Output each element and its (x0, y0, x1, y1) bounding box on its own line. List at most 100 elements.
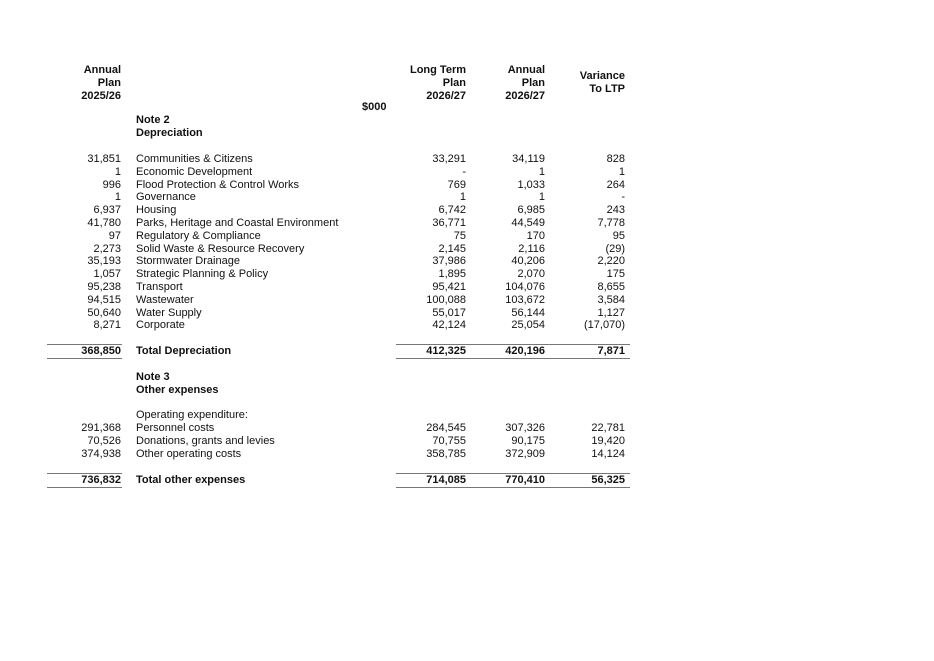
column-header-long-term-plan-2026-27: Long Term Plan 2026/27 (410, 64, 466, 103)
variance-cell: (17,070) (584, 319, 625, 332)
variance-cell: 56,325 (591, 474, 625, 486)
long-term-plan-cell: 1 (459, 191, 466, 204)
total-line-top-right (396, 344, 630, 345)
header-line: Annual (83, 64, 121, 76)
annual-plan-2026-27-cell: 1 (538, 191, 545, 204)
annual-plan-2026-27-cell: 6,985 (517, 204, 545, 217)
annual-plan-2026-27-cell: 307,326 (505, 422, 545, 434)
long-term-plan-cell: 412,325 (426, 345, 466, 357)
column-header-annual-plan-2025-26: Annual Plan 2025/26 (81, 64, 121, 103)
long-term-plan-cell: 33,291 (432, 153, 466, 165)
annual-plan-2026-27-cell: 2,070 (517, 268, 545, 281)
header-line: 2025/26 (81, 90, 121, 102)
annual-plan-2025-26-cell: 736,832 (81, 474, 121, 486)
long-term-plan-cell: 36,771 (432, 217, 466, 229)
annual-plan-2026-27-cell: 40,206 (511, 255, 545, 268)
annual-plan-2026-27-cell: 103,672 (505, 293, 545, 306)
annual-plan-2025-26-cell: 95,238 (87, 281, 121, 293)
header-line: Plan (521, 77, 545, 89)
long-term-plan-cell: 100,088 (426, 293, 466, 306)
line-item-label: Housing (136, 204, 177, 217)
annual-plan-2026-27-cell: 372,909 (505, 447, 545, 460)
long-term-plan-cell: 55,017 (432, 306, 466, 319)
annual-plan-2025-26-cell: 94,515 (87, 293, 121, 306)
annual-plan-2026-27-cell: 34,119 (512, 153, 545, 165)
variance-cell: - (621, 191, 625, 204)
long-term-plan-cell: 358,785 (426, 447, 466, 460)
line-item-label: Governance (136, 191, 196, 204)
long-term-plan-cell: 769 (447, 178, 466, 191)
variance-cell: (29) (605, 242, 625, 255)
header-line: 2026/27 (505, 90, 545, 102)
long-term-plan-cell: 2,145 (438, 242, 466, 255)
annual-plan-2025-26-cell: 374,938 (81, 447, 121, 460)
note3-subtitle: Other expenses (136, 384, 219, 396)
line-item-label: Strategic Planning & Policy (136, 268, 269, 281)
total-line-top-left (47, 344, 122, 345)
annual-plan-2025-26-cell: 996 (102, 178, 121, 191)
total-line-top-left (47, 473, 122, 474)
header-line: Annual (507, 64, 545, 76)
line-item-label: Transport (136, 281, 183, 293)
annual-plan-2026-27-cell: 770,410 (505, 474, 545, 486)
header-line: To LTP (589, 83, 625, 95)
line-item-label: Wastewater (136, 293, 194, 306)
annual-plan-2025-26-cell: 2,273 (93, 242, 121, 255)
note2-title: Note 2 (136, 114, 170, 126)
annual-plan-2025-26-cell: 8,271 (93, 319, 121, 332)
variance-cell: 19,420 (591, 434, 625, 447)
annual-plan-2025-26-cell: 31,851 (87, 153, 121, 165)
total-line-top-right (396, 473, 630, 474)
header-line: 2026/27 (426, 90, 466, 102)
annual-plan-2025-26-cell: 97 (108, 229, 121, 242)
long-term-plan-cell: 95,421 (432, 281, 466, 293)
annual-plan-2026-27-cell: 1,033 (517, 178, 545, 191)
long-term-plan-cell: 75 (453, 229, 466, 242)
variance-cell: 95 (612, 229, 625, 242)
variance-cell: 2,220 (597, 255, 625, 268)
annual-plan-2025-26-cell: 6,937 (93, 204, 121, 217)
annual-plan-2026-27-cell: 420,196 (505, 345, 545, 357)
long-term-plan-cell: 1,895 (438, 268, 466, 281)
header-line: Variance (579, 70, 625, 82)
variance-cell: 243 (606, 204, 625, 217)
annual-plan-2025-26-cell: 35,193 (87, 255, 121, 268)
long-term-plan-cell: 6,742 (438, 204, 466, 217)
operating-expenditure-label: Operating expenditure: (136, 409, 248, 421)
header-line: Long Term (409, 64, 466, 76)
annual-plan-2026-27-cell: 44,549 (511, 217, 545, 229)
header-line: Plan (97, 77, 121, 89)
annual-plan-2025-26-cell: 1,057 (93, 268, 121, 281)
line-item-label: Donations, grants and levies (136, 434, 275, 447)
annual-plan-2025-26-cell: 291,368 (81, 422, 121, 434)
line-item-label: Total other expenses (136, 474, 246, 486)
column-header-annual-plan-2026-27: Annual Plan 2026/27 (505, 64, 545, 103)
annual-plan-2025-26-cell: 368,850 (81, 345, 121, 357)
line-item-label: Corporate (136, 319, 185, 332)
annual-plan-2025-26-cell: 70,526 (87, 434, 121, 447)
long-term-plan-cell: - (462, 165, 466, 178)
variance-cell: 7,778 (597, 217, 625, 229)
note2-subtitle: Depreciation (136, 127, 203, 139)
annual-plan-2026-27-cell: 25,054 (511, 319, 545, 332)
variance-cell: 22,781 (591, 422, 625, 434)
variance-cell: 14,124 (591, 447, 625, 460)
note3-title: Note 3 (136, 371, 170, 383)
annual-plan-2026-27-cell: 170 (526, 229, 545, 242)
line-item-label: Economic Development (136, 165, 253, 178)
variance-cell: 3,584 (597, 293, 625, 306)
annual-plan-2026-27-cell: 104,076 (505, 281, 545, 293)
annual-plan-2025-26-cell: 1 (114, 165, 121, 178)
column-header-variance: Variance To LTP (580, 70, 625, 96)
variance-cell: 1,127 (597, 306, 625, 319)
total-line-bottom-left (47, 487, 122, 488)
line-item-label: Personnel costs (136, 422, 215, 434)
total-line-bottom-right (396, 358, 630, 359)
line-item-label: Water Supply (136, 306, 202, 319)
unit-label: $000 (362, 101, 387, 113)
annual-plan-2025-26-cell: 41,780 (87, 217, 121, 229)
annual-plan-2025-26-cell: 1 (114, 191, 121, 204)
annual-plan-2026-27-cell: 90,175 (511, 434, 545, 447)
line-item-label: Communities & Citizens (136, 153, 253, 165)
line-item-label: Flood Protection & Control Works (136, 178, 300, 191)
